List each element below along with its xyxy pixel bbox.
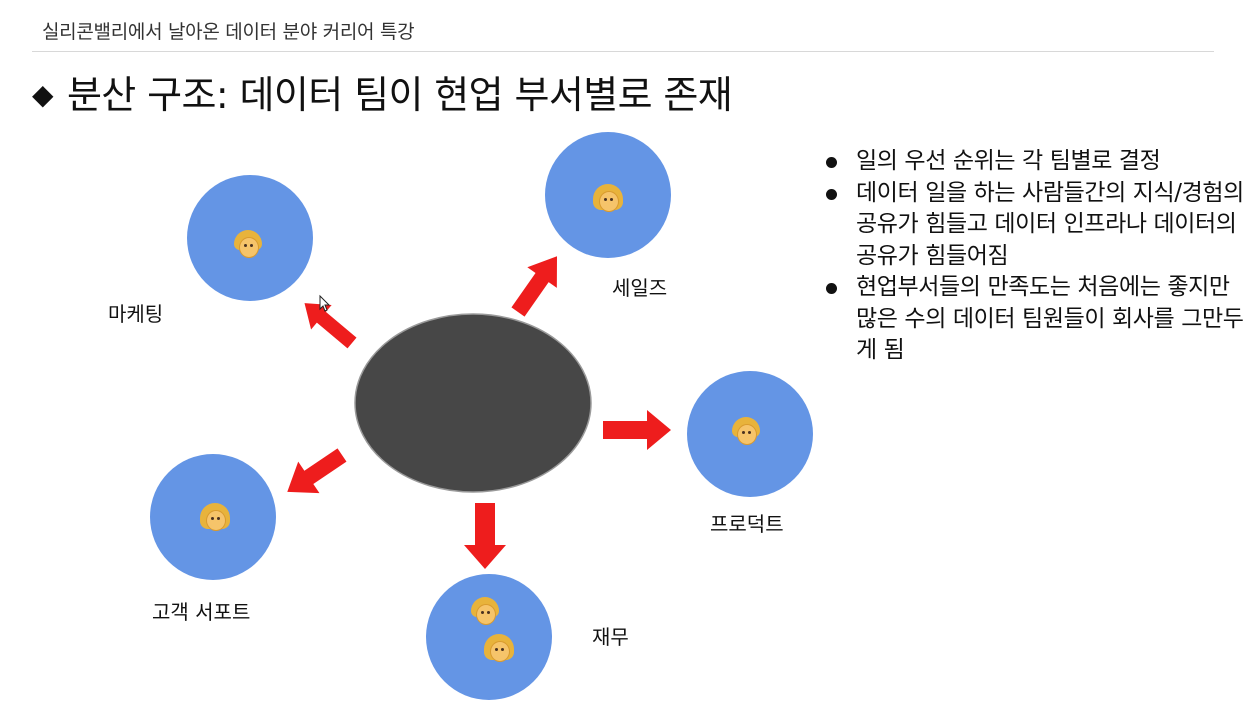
slide-title-text: 분산 구조: 데이터 팀이 현업 부서별로 존재 [66, 73, 733, 117]
slide-title: ◆ 분산 구조: 데이터 팀이 현업 부서별로 존재 [32, 64, 733, 119]
node-label-sales: 세일즈 [612, 276, 668, 300]
person-icon [470, 597, 500, 627]
arrow-to-customer-support [287, 448, 347, 494]
bullet-item: 데이터 일을 하는 사람들간의 지식/경험의 공유가 힘들고 데이터 인프라나 … [822, 178, 1252, 273]
mouse-cursor-icon [319, 294, 331, 312]
header-divider [32, 51, 1214, 52]
node-label-customer-support: 고객 서포트 [152, 600, 251, 624]
bullet-item: 현업부서들의 만족도는 처음에는 좋지만 많은 수의 데이터 팀원들이 회사를 … [822, 272, 1252, 367]
bullet-list: 일의 우선 순위는 각 팀별로 결정 데이터 일을 하는 사람들간의 지식/경험… [822, 146, 1252, 367]
person-icon [484, 634, 514, 664]
person-icon [731, 417, 761, 447]
person-icon [200, 503, 230, 533]
arrow-to-finance [464, 503, 506, 569]
diamond-bullet-icon: ◆ [32, 78, 54, 111]
central-team-ellipse [354, 313, 592, 493]
node-label-finance: 재무 [592, 625, 629, 649]
bullet-item: 일의 우선 순위는 각 팀별로 결정 [822, 146, 1252, 178]
node-label-product: 프로덕트 [710, 512, 784, 536]
arrow-to-sales [511, 256, 558, 317]
arrow-to-product [603, 410, 671, 450]
node-label-marketing: 마케팅 [108, 302, 164, 326]
arrow-to-marketing [304, 303, 357, 349]
person-icon [233, 230, 263, 260]
person-icon [593, 184, 623, 214]
header-title: 실리콘밸리에서 날아온 데이터 분야 커리어 특강 [42, 21, 415, 43]
